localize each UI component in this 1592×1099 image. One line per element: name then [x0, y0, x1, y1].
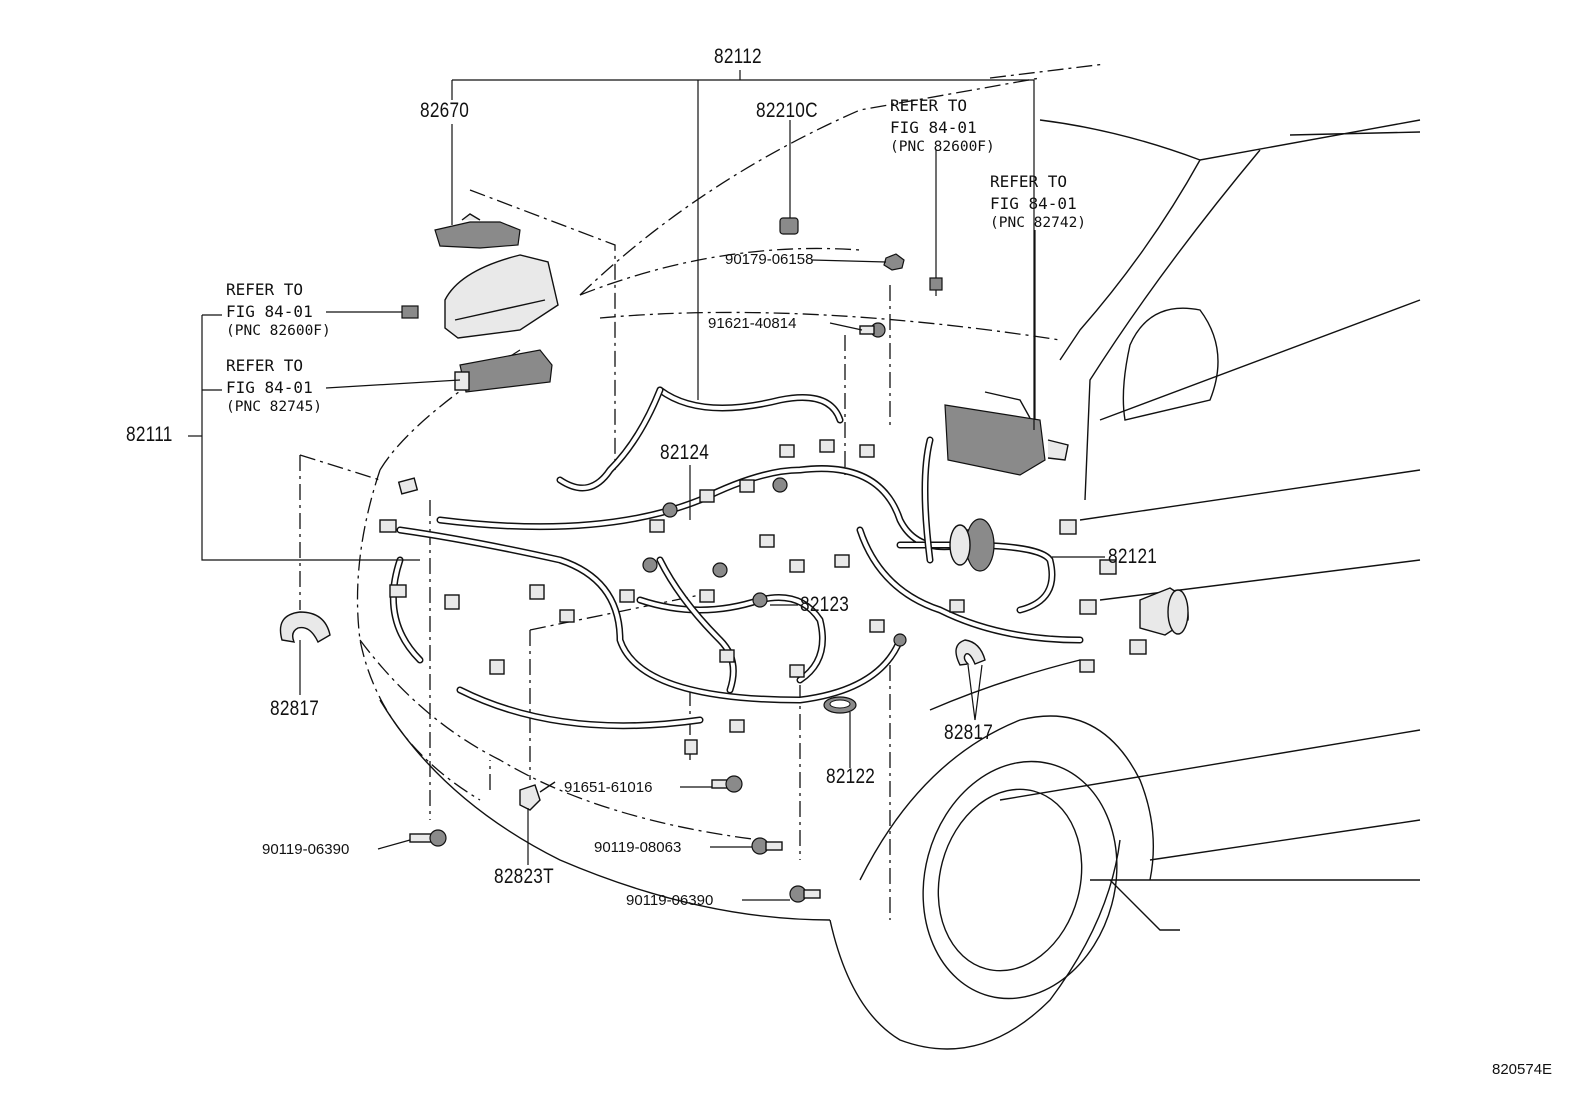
callout-82210C: 82210C [756, 99, 818, 122]
figure-code: 820574E [1492, 1061, 1553, 1078]
assembly-dashed-guides [299, 189, 891, 920]
callout-82121: 82121 [1108, 545, 1158, 568]
code-90119-06390-left: 90119-06390 [262, 841, 350, 858]
refer-line-2: FIG 84-01 [890, 118, 977, 137]
code-90119-06390-bottom: 90119-06390 [626, 892, 714, 909]
callout-leaders [188, 70, 1105, 901]
callout-82112: 82112 [714, 45, 762, 68]
connector-82600F-left [401, 305, 419, 319]
code-91651-61016: 91651-61016 [564, 779, 653, 796]
bolt-91651 [711, 775, 743, 793]
clip-82210C [779, 217, 799, 235]
connector-82600F-top [929, 277, 943, 296]
callout-82123: 82123 [800, 593, 850, 616]
headlamp-connector [1139, 587, 1189, 636]
nut-90179 [883, 253, 905, 271]
refer-line-1: REFER TO [990, 172, 1068, 191]
connector-blocks [379, 439, 1147, 755]
junction-block-82742 [944, 391, 1069, 476]
code-90119-08063: 90119-08063 [594, 839, 682, 856]
bolt-91621 [859, 322, 886, 338]
refer-line-3: (PNC 82742) [990, 215, 1087, 231]
refer-line-2: FIG 84-01 [226, 378, 313, 397]
vehicle-body-outline [356, 63, 1421, 1050]
clamp-82817-right [955, 639, 986, 666]
callout-82670: 82670 [420, 99, 470, 122]
bracket-82823T [519, 781, 556, 811]
fuse-block-82670 [434, 213, 521, 249]
grommet-82121 [949, 518, 995, 572]
callout-82111: 82111 [126, 423, 173, 446]
refer-line-2: FIG 84-01 [990, 194, 1077, 213]
callout-82124: 82124 [660, 441, 710, 464]
refer-line-1: REFER TO [226, 280, 304, 299]
bolt-90119-06390-bottom [789, 885, 821, 903]
wire-harness-bundles [389, 386, 1084, 730]
refer-line-3: (PNC 82600F) [226, 323, 331, 339]
code-91621-40814: 91621-40814 [708, 315, 797, 332]
clamp-82817-left [279, 611, 331, 643]
relay-block-82745 [454, 349, 553, 393]
callout-82817-left: 82817 [270, 697, 320, 720]
bolt-90119-08063 [751, 837, 783, 855]
ring-82122 [823, 696, 857, 714]
refer-line-3: (PNC 82600F) [890, 139, 995, 155]
refer-line-1: REFER TO [226, 356, 304, 375]
callout-82122: 82122 [826, 765, 876, 788]
code-90179-06158: 90179-06158 [725, 251, 814, 268]
refer-line-1: REFER TO [890, 96, 968, 115]
refer-line-2: FIG 84-01 [226, 302, 313, 321]
callout-82817-right: 82817 [944, 721, 994, 744]
refer-line-3: (PNC 82745) [226, 399, 323, 415]
callout-82823T: 82823T [494, 865, 554, 888]
bolt-90119-06390-left [409, 829, 447, 847]
relay-box-cover [444, 254, 559, 339]
